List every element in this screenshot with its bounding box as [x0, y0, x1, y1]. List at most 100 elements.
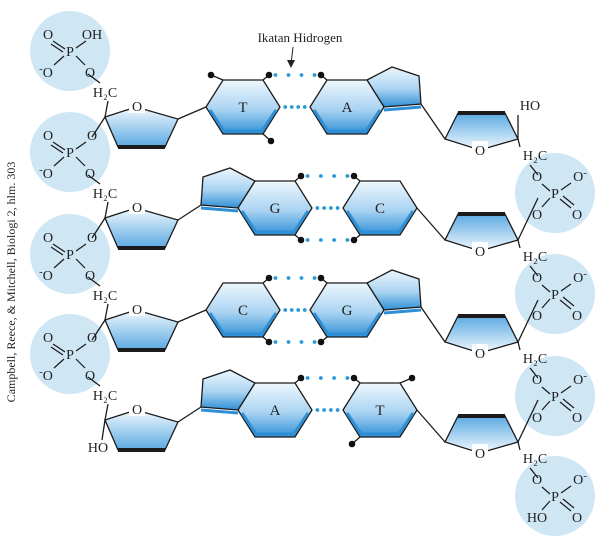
- oxygen-label: O: [43, 28, 53, 43]
- atom-dot: [265, 274, 273, 282]
- oxygen-label: O: [572, 511, 582, 526]
- double-bond: [559, 299, 572, 310]
- phosphate-circle: [515, 456, 595, 536]
- ring-edge-shadow: [200, 206, 239, 213]
- phosphorus-label: P: [551, 390, 559, 405]
- bond-line: [91, 319, 106, 341]
- glycosidic-bond: [420, 306, 446, 343]
- oxygen-label: O: [43, 167, 53, 182]
- bond-line: [517, 299, 539, 343]
- minus-sign: -: [583, 167, 587, 179]
- oxygen-label: O: [43, 66, 53, 81]
- double-bond: [52, 243, 66, 253]
- hydroxyl-label: HO: [527, 511, 547, 526]
- atom-dot: [297, 172, 305, 180]
- hydroxyl-label: HO: [520, 99, 540, 114]
- hydrogen-bond-dot: [328, 408, 333, 412]
- minus-sign: -: [39, 63, 43, 75]
- oxygen-label: O: [532, 309, 542, 324]
- base-c-label: C: [375, 201, 385, 217]
- purine-six-ring: [309, 79, 385, 135]
- oxygen-label: O: [43, 369, 53, 384]
- bond-line: [75, 156, 86, 167]
- hydroxyl-label: HO: [88, 441, 108, 456]
- phosphate-circle: [30, 214, 110, 294]
- bond-line: [541, 386, 551, 395]
- bond-line: [104, 100, 109, 118]
- atom-dot: [317, 71, 325, 79]
- bond-line: [517, 341, 521, 351]
- ring-oxygen-label: O: [475, 144, 485, 159]
- bond-line: [104, 303, 109, 321]
- hydrogen-bond-dot: [315, 408, 320, 412]
- oxygen-minus-label: -O: [39, 164, 53, 182]
- bond-line: [541, 500, 551, 511]
- bond-line: [87, 276, 101, 287]
- phosphorus-label: P: [551, 288, 559, 303]
- atom-dot: [350, 172, 358, 180]
- oxygen-label: O: [87, 231, 97, 246]
- hydrogen-bond-dot: [273, 340, 278, 344]
- bond-line: [541, 284, 551, 293]
- ring-oxygen-bg: [472, 344, 488, 360]
- atom-dot: [350, 374, 358, 382]
- ring-double-bond: [240, 412, 310, 436]
- phosphorus-label: P: [66, 348, 74, 363]
- bond-line: [517, 441, 521, 451]
- oxygen-label: O: [43, 231, 53, 246]
- phosphate-circle: [515, 153, 595, 233]
- phosphate-circle: [515, 254, 595, 334]
- h2c-label: H₂C: [523, 452, 547, 467]
- bond-line: [529, 367, 539, 379]
- ring-oxygen-label: O: [475, 245, 485, 260]
- base-a-label: A: [270, 403, 281, 419]
- oxygen-label: O: [573, 373, 583, 388]
- oxygen-minus-label: O-: [573, 167, 587, 185]
- oxygen-minus-label: O-: [573, 370, 587, 388]
- double-bond: [559, 401, 572, 412]
- h2c-label: H₂C: [523, 250, 547, 265]
- hydrogen-bond-dot: [273, 73, 278, 77]
- oxygen-label: O: [572, 208, 582, 223]
- hydrogen-bond-dot: [289, 308, 294, 312]
- hydrogen-bond-label: Ikatan Hidrogen: [258, 30, 343, 45]
- ring-oxygen-label: O: [132, 201, 142, 216]
- hydrogen-bond-dot: [312, 340, 317, 344]
- hydrogen-bond-dot: [302, 105, 307, 109]
- atom-dot: [265, 71, 273, 79]
- bond-line: [75, 343, 87, 352]
- hydrogen-bond-dot: [289, 105, 294, 109]
- oxygen-label: O: [43, 331, 53, 346]
- minus-sign: -: [583, 370, 587, 382]
- bond-line: [53, 258, 65, 269]
- ring-oxygen-label: O: [132, 100, 142, 115]
- glycosidic-bond: [177, 106, 207, 120]
- ring-oxygen-label: O: [475, 347, 485, 362]
- hydrogen-bond-dot: [332, 174, 337, 178]
- double-bond: [559, 198, 572, 209]
- phosphorus-label: P: [66, 45, 74, 60]
- hydrogen-bond-dot: [305, 238, 310, 242]
- hydrogen-bond-dot: [328, 206, 333, 210]
- oxygen-label: O: [85, 66, 95, 81]
- hydrogen-bond-dot: [332, 376, 337, 380]
- oxygen-label: O: [532, 411, 542, 426]
- oxygen-label: O: [532, 271, 542, 286]
- phosphate-circle: [30, 314, 110, 394]
- atom-dot: [267, 137, 275, 145]
- bond-line: [91, 116, 106, 138]
- oxygen-label: O: [573, 170, 583, 185]
- phosphate-circle: [30, 11, 110, 91]
- hydrogen-bond-dot: [283, 308, 288, 312]
- double-bond: [50, 346, 64, 356]
- bond-line: [560, 385, 572, 394]
- hydrogen-bond-dot: [335, 408, 340, 412]
- hydrogen-bond-dot: [299, 73, 304, 77]
- ring-double-bond: [345, 412, 415, 436]
- ring-oxygen-label: O: [132, 403, 142, 418]
- arrow-head-icon: [287, 60, 295, 68]
- ring-edge-shadow: [200, 408, 239, 415]
- bond-line: [75, 40, 87, 49]
- hydrogen-bond-dot: [318, 238, 323, 242]
- bond-line: [517, 239, 521, 249]
